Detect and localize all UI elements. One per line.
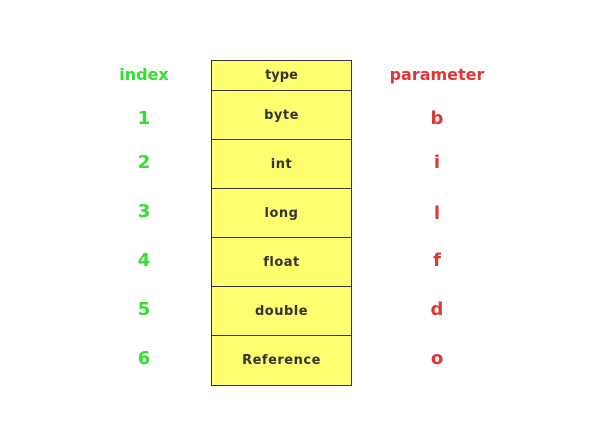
index-value: 1	[137, 108, 151, 129]
index-column-header: index	[119, 65, 169, 84]
stack-cell: Reference	[242, 353, 321, 368]
stack-cell: int	[212, 140, 351, 189]
index-value: 6	[137, 348, 151, 369]
type-stack: type byte int long float double Referenc…	[211, 60, 352, 386]
parameter-value: f	[433, 250, 441, 271]
type-column-header: type	[212, 61, 351, 91]
stack-cell: float	[212, 238, 351, 287]
parameter-value: b	[430, 108, 444, 129]
stack-cell: double	[212, 287, 351, 336]
parameter-value: d	[430, 299, 444, 320]
index-value: 2	[137, 152, 151, 173]
index-value: 4	[137, 250, 151, 271]
index-value: 3	[137, 201, 151, 222]
parameter-value: i	[433, 152, 441, 173]
parameter-value: o	[430, 348, 444, 369]
stack-cell: long	[212, 189, 351, 238]
parameter-value: l	[433, 203, 441, 224]
parameter-column-header: parameter	[389, 65, 485, 84]
stack-cell: byte	[212, 91, 351, 140]
index-value: 5	[137, 299, 151, 320]
